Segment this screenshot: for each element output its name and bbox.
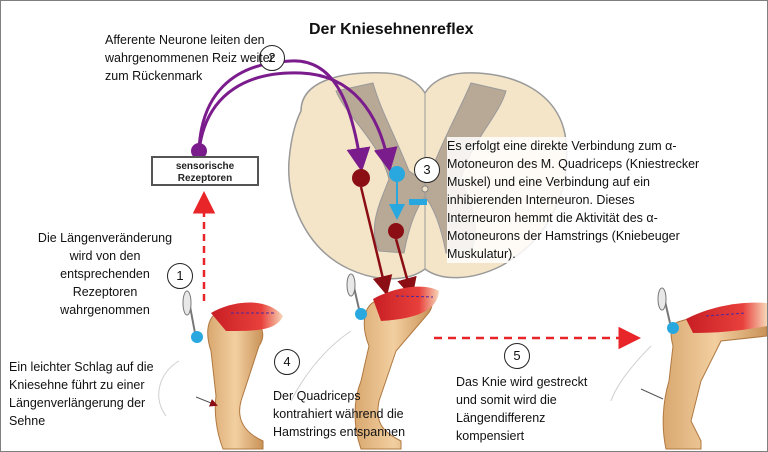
step-1-text: Die Längenveränderung wird von den entsp…	[37, 231, 173, 317]
step-number-5: 5	[504, 343, 530, 369]
step-number-4: 4	[274, 349, 300, 375]
step-5-text: Das Knie wird gestreckt und somit wird d…	[456, 375, 588, 443]
step-4-text: Der Quadriceps kontrahiert während die H…	[273, 389, 406, 439]
step-number-1: 1	[167, 263, 193, 289]
afferent-neuron	[191, 59, 398, 172]
diagram-title: Der Kniesehnenreflex	[309, 21, 474, 38]
leg-illustration-left	[158, 290, 283, 450]
step-2-text: Afferente Neurone leiten den wahrgenomme…	[105, 33, 274, 83]
intro-text: Ein leichter Schlag auf die Kniesehne fü…	[9, 360, 154, 428]
step-3-text: Es erfolgt eine direkte Verbindung zum α…	[447, 137, 702, 263]
interneuron	[389, 166, 427, 220]
step-number-2: 2	[259, 45, 285, 71]
leg-illustration-right	[610, 287, 767, 450]
leg-illustration-middle	[290, 273, 439, 450]
motoneurons	[352, 169, 417, 298]
step-number-3: 3	[414, 157, 440, 183]
receptor-box: sensorische Rezeptoren	[151, 156, 259, 186]
